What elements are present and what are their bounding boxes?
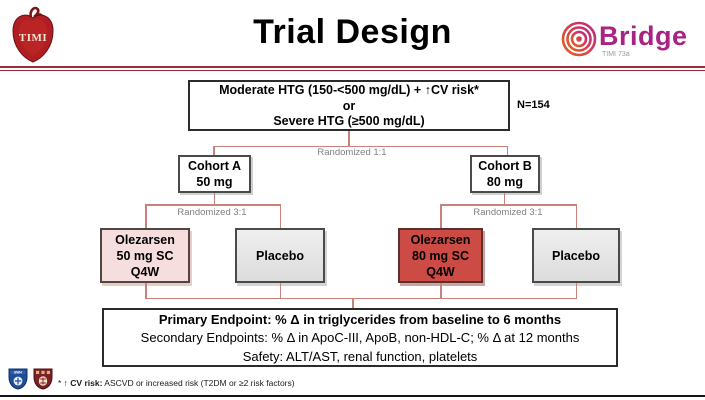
footnote-prefix: * ↑ (58, 378, 71, 388)
cohort-b-line2: 80 mg (486, 175, 524, 189)
connector-line (575, 204, 577, 228)
svg-text:BWH: BWH (14, 371, 22, 375)
arm-olezarsen-50-line1: Olezarsen (115, 232, 175, 247)
connector-line (213, 145, 215, 156)
bridge-logo-text: Bridge (599, 21, 688, 51)
randomized-1-1-label: Randomized 1:1 (317, 147, 387, 158)
bridge-spiral-icon (561, 21, 597, 57)
header-divider (0, 66, 705, 71)
connector-line (440, 283, 442, 298)
cohort-b-line1: Cohort B (478, 159, 532, 173)
sample-size-label: N=154 (517, 99, 550, 111)
footnote-definition: ASCVD or increased risk (T2DM or ≥2 risk… (102, 378, 295, 388)
connector-line (440, 204, 442, 228)
arm-placebo-right-box: Placebo (532, 228, 620, 283)
footnote-term: CV risk: (70, 378, 103, 388)
connector-line (145, 283, 147, 298)
connector-line (279, 283, 281, 298)
bottom-rule (0, 395, 705, 397)
connector-line (575, 283, 577, 298)
connector-line (213, 145, 508, 147)
arm-olezarsen-80-box: Olezarsen 80 mg SC Q4W (398, 228, 483, 283)
connector-line (352, 297, 354, 309)
arm-placebo-left-label: Placebo (256, 248, 304, 263)
bridge-logo: Bridge TIMI 73a (560, 20, 700, 60)
eligibility-line1: Moderate HTG (150-<500 mg/dL) + ↑CV risk… (219, 83, 479, 97)
connector-line (145, 204, 281, 206)
eligibility-line3: Severe HTG (≥5​00 mg/dL) (273, 114, 425, 129)
bridge-logo-subtext: TIMI 73a (602, 51, 630, 58)
arm-olezarsen-50-box: Olezarsen 50 mg SC Q4W (100, 228, 190, 283)
eligibility-box: Moderate HTG (150-<500 mg/dL) + ↑CV risk… (188, 80, 510, 131)
randomized-3-1-right-label: Randomized 3:1 (473, 207, 543, 218)
timi-logo-icon: TIMI (12, 6, 54, 63)
eligibility-line2: or (342, 98, 356, 113)
connector-line (348, 131, 350, 146)
arm-olezarsen-80-line1: Olezarsen (410, 232, 471, 247)
page-title: Trial Design (253, 13, 452, 51)
endpoints-box: Primary Endpoint: % Δ in triglycerides f… (102, 308, 618, 367)
connector-line (213, 193, 215, 205)
randomized-3-1-left-label: Randomized 3:1 (177, 207, 247, 218)
secondary-endpoints-text: Secondary Endpoints: % Δ in ApoC-III, Ap… (140, 330, 580, 346)
connector-line (506, 145, 508, 156)
primary-endpoint-text: Primary Endpoint: % Δ in triglycerides f… (158, 312, 562, 327)
connector-line (279, 204, 281, 228)
connector-line (145, 297, 577, 299)
arm-placebo-right-label: Placebo (552, 248, 600, 263)
footnote: * ↑ CV risk: ASCVD or increased risk (T2… (58, 378, 295, 388)
connector-line (145, 204, 147, 228)
timi-logo-text: TIMI (19, 32, 47, 44)
connector-line (503, 193, 505, 205)
arm-olezarsen-50-line2: 50 mg SC (116, 248, 174, 263)
arm-placebo-left-box: Placebo (235, 228, 325, 283)
cohort-a-line1: Cohort A (188, 159, 241, 173)
safety-endpoints-text: Safety: ALT/AST, renal function, platele… (242, 348, 478, 364)
connector-line (440, 204, 577, 206)
arm-olezarsen-50-line3: Q4W (130, 264, 160, 279)
bwh-crest-icon: BWH (8, 368, 28, 390)
cohort-b-box: Cohort B 80 mg (470, 155, 540, 193)
cohort-a-line2: 50 mg (196, 175, 233, 189)
harvard-crest-icon (33, 368, 53, 390)
arm-olezarsen-80-line3: Q4W (426, 264, 455, 279)
arm-olezarsen-80-line2: 80 mg SC (412, 248, 469, 263)
cohort-a-box: Cohort A 50 mg (178, 155, 251, 193)
